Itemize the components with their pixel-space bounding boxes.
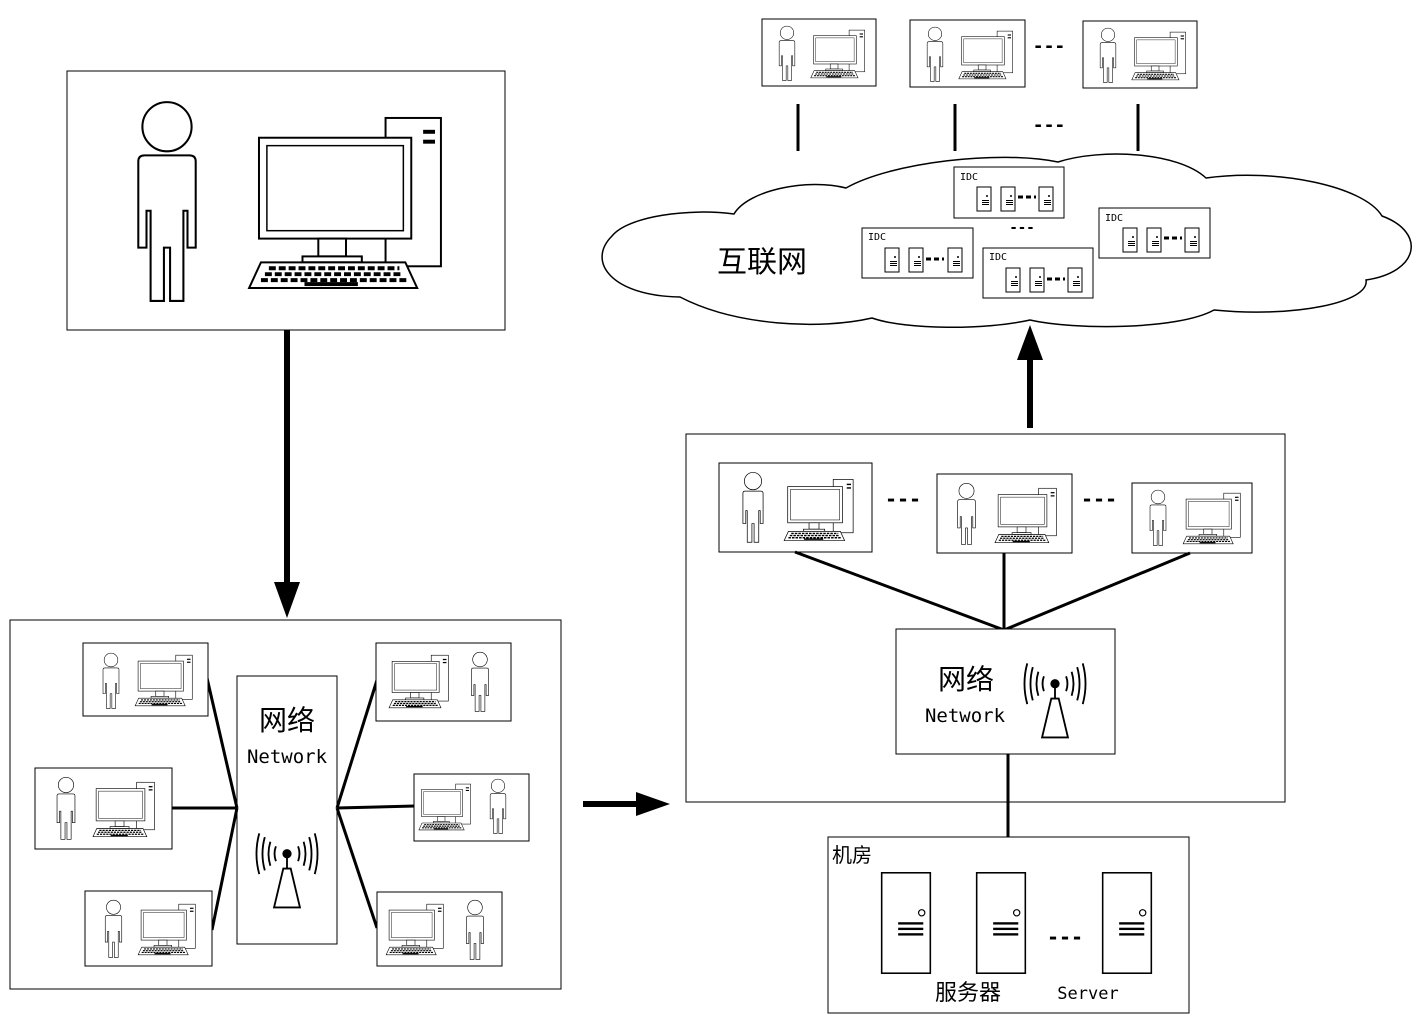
server-room-label: 机房 xyxy=(832,843,872,867)
arrow-right xyxy=(583,792,670,816)
ellipsis: --- xyxy=(1081,487,1117,511)
arrow-up xyxy=(1017,325,1043,428)
ellipsis: --- xyxy=(885,487,921,511)
svg-text:IDC: IDC xyxy=(1105,213,1123,224)
terminal-card xyxy=(84,890,213,967)
terminal-card xyxy=(82,642,209,717)
idc-cluster: IDC xyxy=(861,227,974,279)
campus-links xyxy=(794,550,1191,632)
terminal-card xyxy=(375,642,512,722)
lan-links xyxy=(172,677,416,931)
network-label-en: Network xyxy=(925,705,1006,727)
svg-text:IDC: IDC xyxy=(989,252,1007,263)
terminal-card xyxy=(413,773,530,842)
user-terminal-large xyxy=(66,70,506,331)
network-label-en: Network xyxy=(247,746,328,768)
terminal-card xyxy=(936,473,1073,554)
terminal-card xyxy=(1131,482,1253,554)
lan-panel: 网络 Network xyxy=(9,619,562,990)
server-icon xyxy=(1101,872,1153,974)
terminal-card xyxy=(1082,20,1198,89)
campus-panel: --- --- 网络 Network xyxy=(685,433,1286,803)
terminal-card xyxy=(376,891,503,967)
ellipsis: --- xyxy=(1047,925,1083,949)
terminal-card xyxy=(34,767,173,850)
idc-cluster: IDC xyxy=(982,247,1094,299)
arrow-down xyxy=(274,330,300,618)
ellipsis: --- xyxy=(1033,115,1066,136)
network-label-cn: 网络 xyxy=(938,663,994,696)
svg-text:IDC: IDC xyxy=(960,172,978,183)
idc-cluster: IDC xyxy=(953,166,1065,219)
terminal-card xyxy=(761,18,877,87)
network-label-cn: 网络 xyxy=(259,704,315,737)
top-terminals: --- --- xyxy=(761,18,1198,151)
computer-icon xyxy=(247,115,443,291)
top-links xyxy=(796,104,1140,151)
servers-label-en: Server xyxy=(1057,984,1118,1004)
server-icon xyxy=(880,872,932,974)
terminal-card xyxy=(718,462,873,553)
internet-cloud: 互联网 IDC --- IDC IDC xyxy=(601,153,1412,329)
server-room: 机房 --- 服务器 Server xyxy=(827,836,1190,1014)
server-icon xyxy=(975,872,1027,974)
terminal-card xyxy=(909,19,1026,88)
servers-label-cn: 服务器 xyxy=(935,981,1001,1006)
internet-label: 互联网 xyxy=(717,245,807,280)
idc-cluster: IDC xyxy=(1098,207,1211,259)
network-node xyxy=(895,628,1116,755)
ellipsis: --- xyxy=(1033,36,1066,57)
ellipsis: --- xyxy=(1009,220,1034,236)
svg-text:IDC: IDC xyxy=(868,232,886,243)
